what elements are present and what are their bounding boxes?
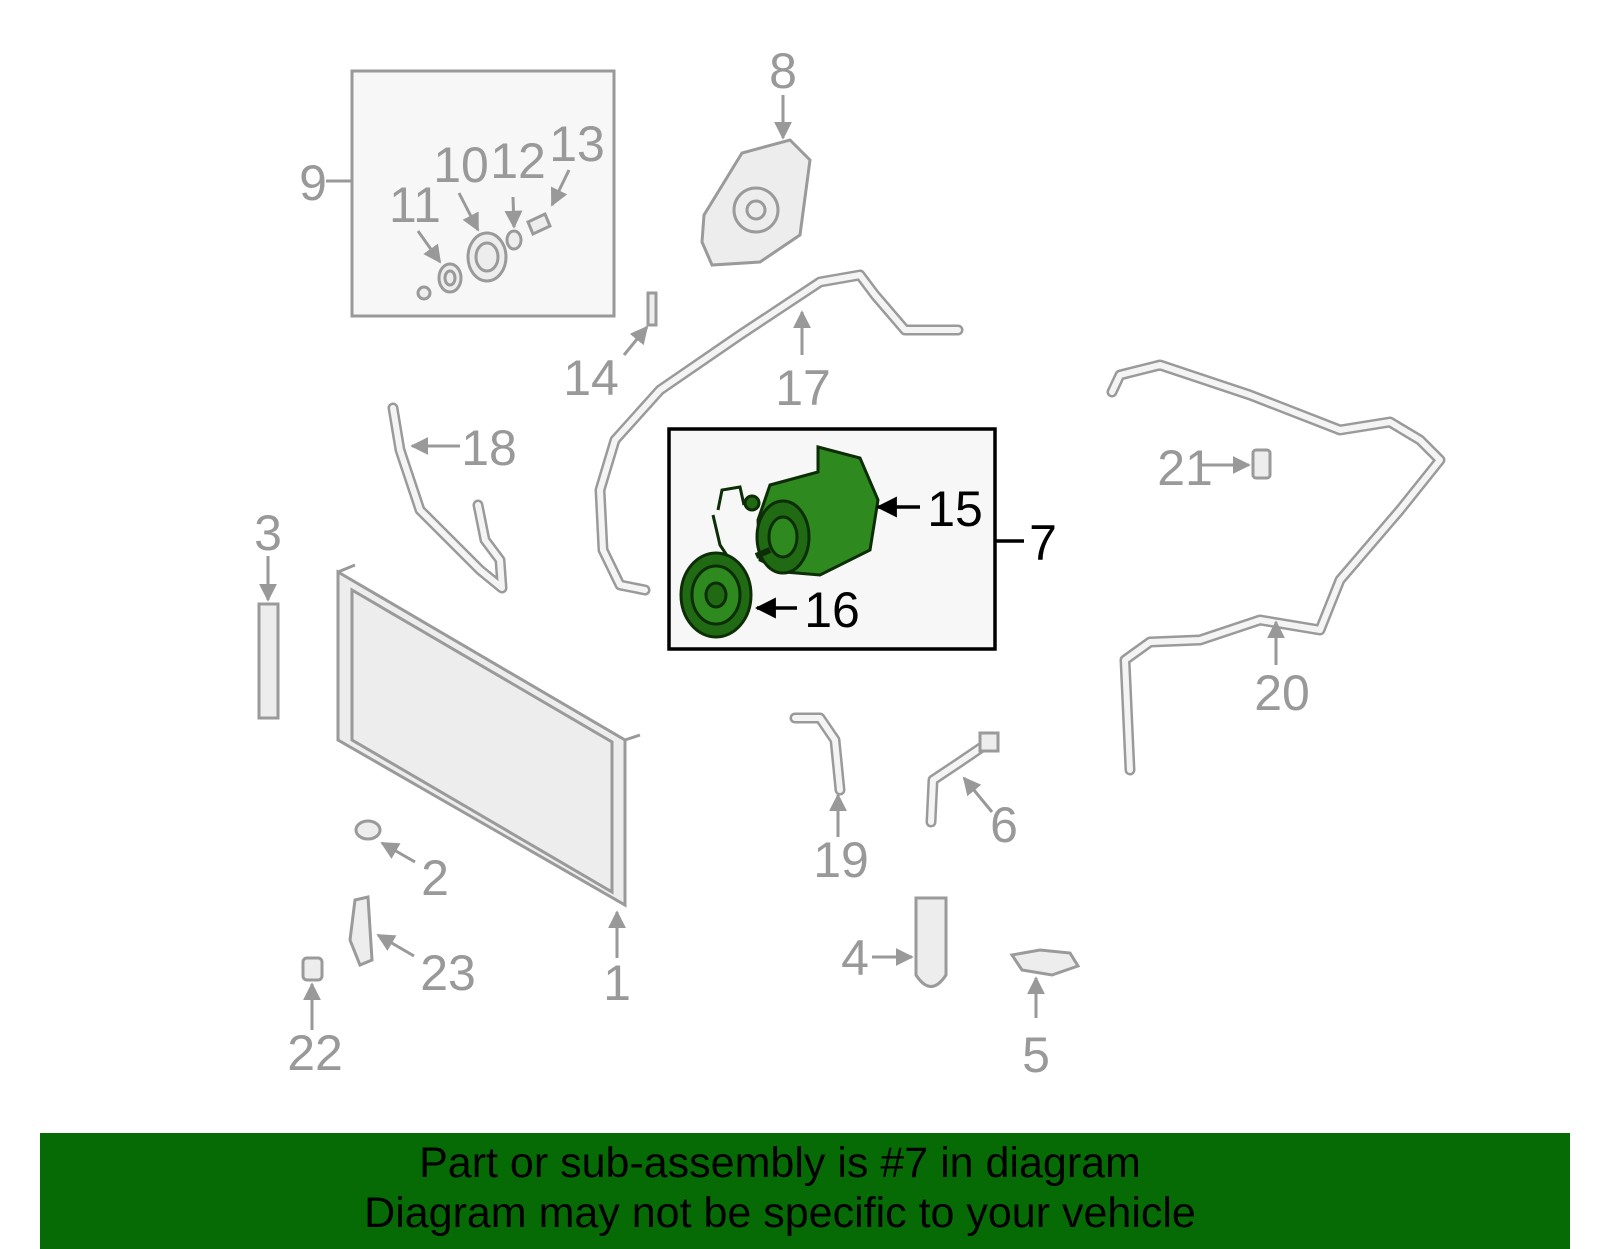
- callout-1: 1: [603, 955, 631, 1011]
- callout-19: 19: [813, 832, 869, 888]
- callout-11: 11: [389, 177, 441, 233]
- callout-14: 14: [563, 350, 619, 406]
- hose-part-20: [1106, 359, 1446, 776]
- callout-16: 16: [804, 582, 860, 638]
- callout-10: 10: [433, 137, 489, 193]
- clip-part-21: [1201, 448, 1272, 480]
- sensor-part-6: [925, 731, 1000, 828]
- callout-6: 6: [990, 797, 1018, 853]
- bracket-part-23: [348, 895, 415, 967]
- callout-23: 23: [420, 945, 476, 1001]
- callout-22: 22: [287, 1025, 343, 1081]
- receiver-part-4: [872, 896, 948, 988]
- condenser-part-1: [336, 563, 641, 958]
- callout-13: 13: [549, 116, 605, 172]
- callout-5: 5: [1022, 1027, 1050, 1083]
- clamp-part-5: [1009, 948, 1081, 1018]
- clutch-part-16: [679, 514, 753, 639]
- banner-line-1: Part or sub-assembly is #7 in diagram: [419, 1139, 1141, 1187]
- bracket-part-8: [700, 95, 812, 267]
- bolt-part-14: [622, 291, 658, 356]
- callout-21: 21: [1157, 440, 1213, 496]
- clip-part-22: [301, 956, 324, 1030]
- callout-20: 20: [1254, 665, 1310, 721]
- callout-7: 7: [1029, 515, 1057, 571]
- plug-part-2: [354, 819, 416, 864]
- compressor-part-15: [716, 445, 880, 577]
- callout-4: 4: [841, 930, 869, 986]
- info-banner: Part or sub-assembly is #7 in diagram Di…: [40, 1133, 1570, 1249]
- callout-8: 8: [769, 43, 797, 99]
- callout-12: 12: [490, 133, 546, 189]
- callout-18: 18: [461, 420, 517, 476]
- callout-3: 3: [254, 505, 282, 561]
- callout-2: 2: [421, 850, 449, 906]
- callout-15: 15: [927, 481, 983, 537]
- banner-line-2: Diagram may not be specific to your vehi…: [364, 1189, 1196, 1237]
- kit-box-9: [326, 69, 616, 318]
- callout-17: 17: [775, 360, 831, 416]
- hose-part-19: [789, 712, 847, 837]
- assembly-box-7: [667, 427, 1024, 651]
- hose-part-18: [387, 402, 508, 594]
- callout-9: 9: [299, 155, 327, 211]
- hose-part-17: [594, 269, 964, 596]
- drier-part-3: [257, 556, 280, 720]
